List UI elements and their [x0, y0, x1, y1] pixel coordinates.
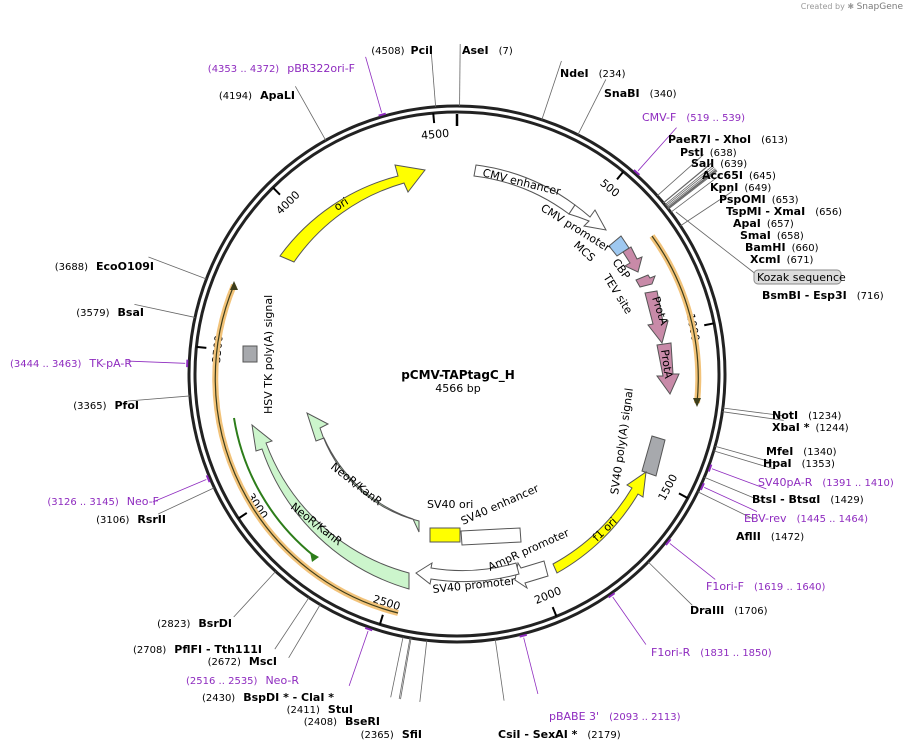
feature-label-cmv-enhancer: CMV enhancer [481, 166, 562, 198]
site-ndei: NdeI(234) [560, 67, 626, 80]
site-leader-line [495, 639, 504, 700]
feature-sv40-enhancer [461, 528, 521, 545]
site-pfoi: (3365)PfoI [73, 399, 139, 412]
site-sfii: (2365)SfiI [361, 728, 422, 741]
feature-hsv-tk-polya [243, 346, 257, 362]
site-leader-line [460, 44, 461, 106]
tick-mark [679, 493, 688, 498]
site-leader-line [648, 562, 692, 605]
primer-cmv-f: CMV-F(519 .. 539) [642, 111, 745, 124]
site-esp3i: BsmBI - Esp3I(716) [762, 289, 884, 302]
primer-pbr322ori-f: (4353 .. 4372)pBR322ori-F [208, 62, 355, 75]
site-bsrdi: (2823)BsrDI [157, 617, 232, 630]
site-ecoo109i: (3688)EcoO109I [55, 260, 154, 273]
tick-label: 4500 [421, 127, 450, 142]
primer-f1ori-f: F1ori-F(1619 .. 1640) [706, 580, 825, 593]
tick-mark [196, 347, 206, 348]
primer-leader-line [670, 543, 715, 579]
feature-label-sv40-polya: SV40 poly(A) signal [608, 387, 636, 495]
site-leader-line [275, 597, 309, 649]
tick-label: 2000 [533, 584, 564, 607]
site-pcii: (4508)PciI [371, 44, 433, 57]
site-xhoi: PaeR7I - XhoI(613) [668, 133, 788, 146]
plasmid-name: pCMV-TAPtagC_H [401, 368, 515, 383]
site-leader-line [578, 79, 606, 134]
site-bsai: (3579)BsaI [76, 306, 144, 319]
primer-tk-pa-r: (3444 .. 3463)TK-pA-R [10, 357, 132, 370]
site-hpai: HpaI(1353) [763, 457, 835, 470]
primer-ebv-rev: EBV-rev(1445 .. 1464) [744, 512, 868, 525]
primer-leader-line [524, 638, 538, 694]
site-leader-line [542, 61, 562, 120]
site-xcmi: XcmI(671) [750, 253, 814, 266]
site-sexai: CsiI - SexAI *(2179) [498, 728, 621, 741]
snapgene-credit: Created by ✱ SnapGene [801, 2, 903, 12]
tick-mark [238, 513, 246, 519]
primer-neo-r: (2516 .. 2535)Neo-R [186, 674, 299, 687]
feature-sv40-polya [642, 436, 665, 476]
site-clai: (2430)BspDI * - ClaI * [202, 691, 334, 704]
feature-f1-ori [553, 472, 646, 573]
kozak-label: Kozak sequence [757, 271, 846, 284]
primer-sv40pa-r: SV40pA-R(1391 .. 1410) [758, 476, 894, 489]
site-bseri: (2408)BseRI [304, 715, 380, 728]
tick-mark [704, 323, 714, 325]
tick-mark [617, 172, 623, 180]
feature-label-hsv-tk-polya: HSV TK poly(A) signal [262, 295, 275, 414]
site-leader-line [295, 86, 325, 140]
primer-leader-line [366, 57, 382, 113]
site-apali: (4194)ApaLI [219, 89, 295, 102]
feature-label-sv40-ori: SV40 ori [427, 498, 473, 511]
plasmid-length: 4566 bp [435, 382, 480, 395]
tick-mark [273, 188, 280, 195]
feature-ampr-promoter [515, 561, 548, 588]
feature-tev-site [636, 275, 655, 287]
tick-mark [553, 607, 557, 616]
site-draiii: DraIII(1706) [690, 604, 768, 617]
feature-label-tev-site: TEV site [600, 271, 635, 317]
site-leader-line [148, 257, 206, 279]
primer-f1ori-r: F1ori-R(1831 .. 1850) [651, 646, 772, 659]
site-msci: (2672)MscI [208, 655, 277, 668]
site-rsrii: (3106)RsrII [96, 513, 166, 526]
feature-sv40-ori [430, 528, 460, 542]
site-btsi: BtsI - BtsαI(1429) [752, 493, 864, 506]
credit-brand: SnapGene [857, 2, 903, 12]
tick-mark [380, 615, 383, 625]
tick-label: 1500 [656, 472, 681, 503]
site-leader-line [420, 640, 427, 702]
site-leader-line [289, 605, 321, 658]
site-leader-line [401, 638, 412, 699]
primer-leader-line [613, 597, 646, 645]
tick-label: 500 [597, 177, 621, 200]
site-stui: (2411)StuI [287, 703, 353, 716]
site-leader-line [234, 571, 276, 617]
site-leader-line [158, 488, 214, 514]
primer-neo-f: (3126 .. 3145)Neo-F [47, 495, 159, 508]
site-tth111i: (2708)PflFI - Tth111I [133, 643, 262, 656]
primer-leader-line [153, 480, 206, 502]
snapgene-logo-icon: ✱ [847, 2, 854, 11]
primer-leader-line [349, 631, 368, 686]
site-xbai: XbaI *(1244) [772, 421, 849, 434]
map-title: pCMV-TAPtagC_H 4566 bp [401, 368, 515, 395]
feature-neor-inner [307, 413, 419, 532]
site-snabi: SnaBI(340) [604, 87, 677, 100]
feature-label-neor-inner: NeoR/KanR [328, 460, 385, 508]
credit-prefix: Created by [801, 2, 845, 11]
site-aflii: AflII(1472) [736, 530, 804, 543]
tick-mark [433, 113, 434, 123]
feature-label-prota-2: ProtA [658, 349, 675, 380]
primer-pbabe3: pBABE 3'(2093 .. 2113) [549, 710, 681, 723]
site-asei: AseI(7) [462, 44, 513, 57]
feature-ori [280, 165, 425, 262]
primer-leader-line [127, 361, 185, 363]
